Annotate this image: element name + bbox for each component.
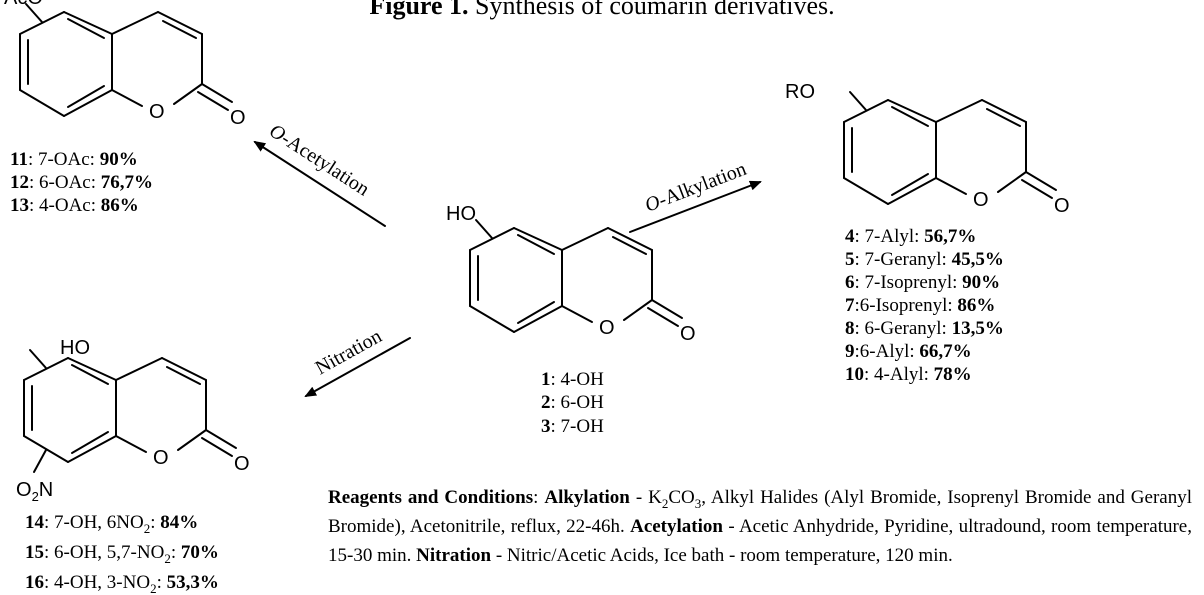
nitration-heading: Nitration (416, 545, 492, 566)
hydroxycoumarin-structure: HO O O (446, 203, 696, 345)
compound-16: 16: 4-OH, 3-NO2: 53,3% (25, 572, 219, 595)
alkylation-label: O-Alkylation (642, 158, 749, 217)
alkylation-heading: Alkylation (544, 487, 630, 508)
compound-6: 6: 7-Isoprenyl: 90% (845, 272, 1000, 293)
ring-oxygen: O (149, 101, 165, 123)
alkoxy-label: RO (785, 81, 815, 103)
compound-8: 8: 6-Geranyl: 13,5% (845, 318, 1004, 339)
nitration-arrow (304, 337, 411, 397)
conditions-heading: Reagents and Conditions (328, 487, 534, 508)
carbonyl-oxygen: O (1054, 195, 1070, 217)
compound-1: 1: 4-OH (541, 369, 604, 390)
ring-oxygen: O (599, 317, 615, 339)
compound-14: 14: 7-OH, 6NO2: 84% (25, 512, 198, 536)
carbonyl-oxygen: O (234, 453, 250, 475)
compound-9: 9:6-Alyl: 66,7% (845, 341, 972, 362)
hydroxy-label: HO (60, 337, 90, 359)
acetyl-coumarin-structure: AcO O O (4, 0, 246, 129)
reagents-and-conditions: Reagents and Conditions: Alkylation - K2… (328, 487, 1193, 566)
compound-13: 13: 4-OAc: 86% (10, 195, 139, 216)
acetylation-conditions: - Acetic Anhydride, Pyridine, ultradound… (328, 516, 1192, 566)
compound-7: 7:6-Isoprenyl: 86% (845, 295, 995, 316)
compound-4: 4: 7-Alyl: 56,7% (845, 226, 976, 247)
alkylation-arrow (629, 180, 762, 233)
ring-oxygen: O (973, 189, 989, 211)
figure-caption: Synthesis of coumarin derivatives. (475, 0, 835, 20)
alkyl-compound-list: 4: 7-Alyl: 56,7% 5: 7-Geranyl: 45,5% 6: … (845, 226, 1004, 385)
compound-3: 3: 7-OH (541, 416, 604, 437)
figure-title: Figure 1. Synthesis of coumarin derivati… (0, 0, 1204, 21)
nitro-group-label: O2N (16, 479, 53, 504)
nitro-coumarin-structure: HO O O (23, 337, 250, 475)
ring-oxygen: O (153, 447, 169, 469)
compound-10: 10: 4-Alyl: 78% (845, 364, 972, 385)
hydroxy-label: HO (446, 203, 476, 225)
acetylation-heading: Acetylation (630, 516, 723, 537)
carbonyl-oxygen: O (680, 323, 696, 345)
starting-compound-list: 1: 4-OH 2: 6-OH 3: 7-OH (541, 369, 604, 437)
compound-12: 12: 6-OAc: 76,7% (10, 172, 153, 193)
compound-15: 15: 6-OH, 5,7-NO2: 70% (25, 542, 219, 566)
alkylation-conditions: , Alkyl Halides (Alyl Bromide, Isoprenyl… (328, 487, 1193, 537)
compound-11: 11: 7-OAc: 90% (10, 149, 138, 170)
figure-label: Figure 1. (369, 0, 469, 20)
alkoxy-coumarin-structure: RO O O (785, 81, 1070, 217)
acetyl-compound-list: 11: 7-OAc: 90% 12: 6-OAc: 76,7% 13: 4-OA… (10, 149, 153, 216)
nitration-conditions: - Nitric/Acetic Acids, Ice bath - room t… (491, 545, 953, 566)
acetoxy-label: AcO (4, 0, 43, 9)
compound-5: 5: 7-Geranyl: 45,5% (845, 249, 1004, 270)
acetylation-arrow (253, 140, 386, 227)
nitro-compound-list: 14: 7-OH, 6NO2: 84% 15: 6-OH, 5,7-NO2: 7… (25, 512, 219, 595)
carbonyl-oxygen: O (230, 107, 246, 129)
compound-2: 2: 6-OH (541, 392, 604, 413)
